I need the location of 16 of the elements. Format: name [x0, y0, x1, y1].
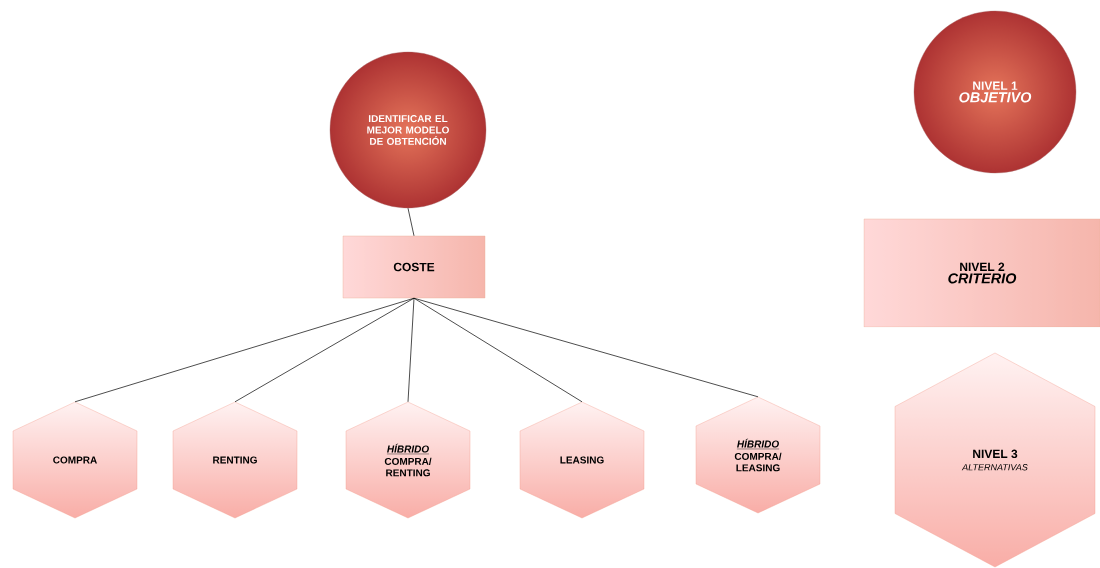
hexagon-node: RENTING [172, 401, 298, 519]
criterion-box: COSTE [342, 235, 486, 299]
connector-line [407, 207, 415, 237]
hexagon-node: LEASING [519, 401, 645, 519]
hexagon-node: COMPRA [12, 401, 138, 519]
connector-line [413, 297, 583, 403]
connector-line [74, 297, 415, 403]
connector-line [234, 297, 415, 403]
hexagon-node: HÍBRIDO COMPRA/ RENTING [345, 401, 471, 519]
circle-node: IDENTIFICAR EL MEJOR MODELO DE OBTENCIÓN [329, 51, 487, 209]
criterion-box: NIVEL 2 CRITERIO [863, 218, 1100, 328]
hexagon-node: HÍBRIDO COMPRA/ LEASING [695, 396, 821, 514]
connector-line [413, 297, 759, 398]
hexagon-node: NIVEL 3 ALTERNATIVAS [894, 352, 1096, 568]
connector-line [407, 297, 415, 403]
circle-node: NIVEL 1 OBJETIVO [913, 10, 1077, 174]
